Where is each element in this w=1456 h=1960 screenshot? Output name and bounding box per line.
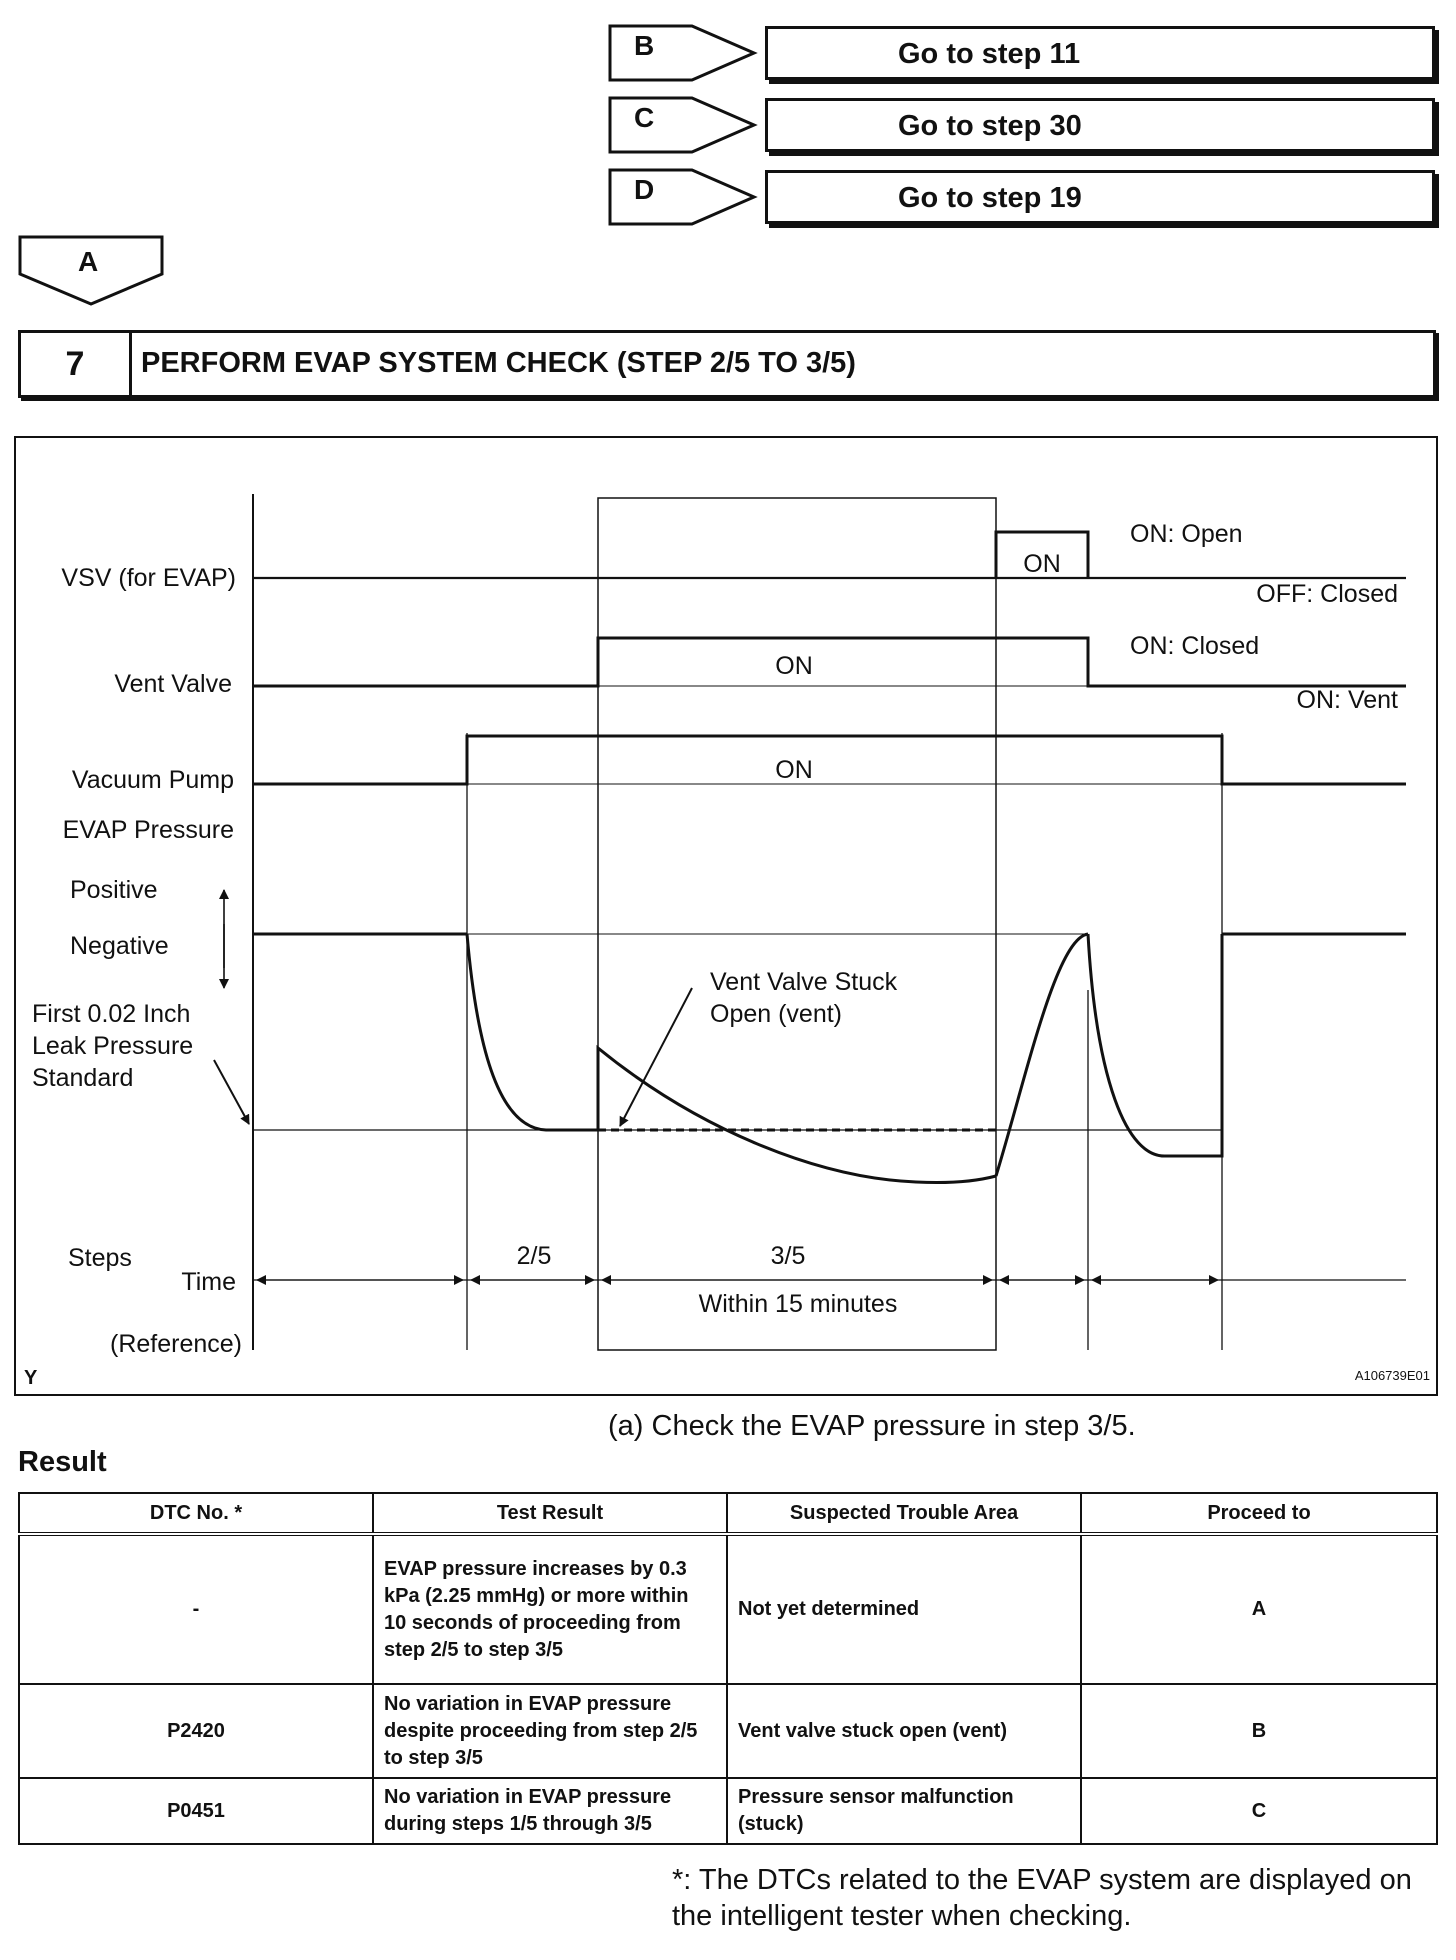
negative-label: Negative [70, 932, 169, 960]
step-3-5-label: 3/5 [771, 1242, 806, 1270]
positive-label: Positive [70, 876, 158, 904]
step-number: 7 [21, 333, 132, 395]
leak-standard-label-2: Leak Pressure [32, 1032, 193, 1060]
flow-tag-d: D [608, 166, 758, 228]
vent-on-vent-label: ON: Vent [1297, 686, 1398, 714]
figure-id: A106739E01 [1355, 1368, 1430, 1383]
time-label: Time [181, 1268, 236, 1296]
flow-tag-label: A [78, 246, 99, 277]
evap-pressure-label: EVAP Pressure [63, 816, 234, 844]
leak-standard-label-3: Standard [32, 1064, 133, 1092]
flow-tag-c: C [608, 94, 758, 156]
flow-tag-label: D [634, 174, 655, 205]
vsv-label: VSV (for EVAP) [61, 564, 236, 592]
flow-box-label: Go to step 19 [898, 182, 1082, 214]
leak-standard-label-1: First 0.02 Inch [32, 1000, 190, 1028]
step-2-5-label: 2/5 [517, 1242, 552, 1270]
evap-curve-step-2-5 [465, 933, 598, 1132]
reference-label: (Reference) [110, 1330, 242, 1358]
cell-proceed: B [1080, 1683, 1438, 1779]
header-dtc-no: DTC No. * [18, 1492, 374, 1536]
flow-box-label: Go to step 11 [898, 38, 1081, 70]
vsv-signal [994, 530, 1090, 578]
header-test-result: Test Result [372, 1492, 728, 1536]
cell-trouble-area: Pressure sensor malfunction (stuck) [726, 1777, 1082, 1845]
vent-valve-label: Vent Valve [114, 670, 232, 698]
vsv-on-open-label: ON: Open [1130, 520, 1243, 548]
timing-diagram-svg: VSV (for EVAP) Vent Valve Vacuum Pump EV… [24, 494, 1430, 1389]
vacuum-pump-label: Vacuum Pump [72, 766, 234, 794]
cell-dtc: P0451 [18, 1777, 374, 1845]
cell-dtc: - [18, 1533, 374, 1685]
go-to-step-11-box: Go to step 11 [765, 26, 1435, 80]
cell-trouble-area: Vent valve stuck open (vent) [726, 1683, 1082, 1779]
vent-on-label: ON [775, 652, 813, 680]
vent-on-closed-label: ON: Closed [1130, 632, 1259, 660]
step-title: PERFORM EVAP SYSTEM CHECK (STEP 2/5 TO 3… [141, 347, 856, 379]
corner-mark: Y [24, 1367, 38, 1389]
evap-curve-recovery [994, 932, 1089, 1177]
leak-standard-arrow [213, 1059, 250, 1125]
vsv-off-closed-label: OFF: Closed [1256, 580, 1398, 608]
vent-valve-signal [253, 636, 1406, 688]
result-heading: Result [18, 1446, 107, 1478]
header-proceed-to: Proceed to [1080, 1492, 1438, 1536]
flow-tag-label: C [634, 102, 655, 133]
footnote: *: The DTCs related to the EVAP system a… [672, 1864, 1412, 1932]
cell-trouble-area: Not yet determined [726, 1533, 1082, 1685]
cell-dtc: P2420 [18, 1683, 374, 1779]
flow-tag-b: B [608, 22, 758, 84]
result-table: DTC No. * Test Result Suspected Trouble … [18, 1492, 1438, 1845]
table-header-row: DTC No. * Test Result Suspected Trouble … [18, 1492, 1438, 1536]
vent-stuck-annotation-2: Open (vent) [710, 1000, 842, 1028]
vsv-on-label: ON [1023, 550, 1061, 578]
vent-stuck-annotation-1: Vent Valve Stuck [710, 968, 898, 996]
go-to-step-30-box: Go to step 30 [765, 98, 1435, 152]
vacuum-pump-signal [253, 734, 1406, 786]
table-row: - EVAP pressure increases by 0.3 kPa (2.… [18, 1533, 1438, 1685]
timing-diagram: VSV (for EVAP) Vent Valve Vacuum Pump EV… [14, 436, 1438, 1396]
table-row: P0451 No variation in EVAP pressure duri… [18, 1777, 1438, 1845]
go-to-step-19-box: Go to step 19 [765, 170, 1435, 224]
cell-proceed: A [1080, 1533, 1438, 1685]
table-row: P2420 No variation in EVAP pressure desp… [18, 1683, 1438, 1779]
cell-test-result: EVAP pressure increases by 0.3 kPa (2.25… [372, 1533, 728, 1685]
vent-stuck-arrow [619, 987, 693, 1127]
steps-label: Steps [68, 1244, 132, 1272]
header-suspected-area: Suspected Trouble Area [726, 1492, 1082, 1536]
flow-box-label: Go to step 30 [898, 110, 1082, 142]
flow-tag-a: A [18, 234, 166, 308]
pump-on-label: ON [775, 756, 813, 784]
evap-curve-final [1086, 933, 1224, 1158]
step-header: 7 PERFORM EVAP SYSTEM CHECK (STEP 2/5 TO… [18, 330, 1436, 398]
evap-curve-step-3-5 [596, 1044, 997, 1185]
cell-test-result: No variation in EVAP pressure despite pr… [372, 1683, 728, 1779]
check-instruction: (a) Check the EVAP pressure in step 3/5. [608, 1410, 1136, 1442]
within-15-minutes-label: Within 15 minutes [699, 1290, 898, 1318]
flow-tag-label: B [634, 30, 655, 61]
step-3-5-window [597, 497, 997, 1351]
cell-test-result: No variation in EVAP pressure during ste… [372, 1777, 728, 1845]
cell-proceed: C [1080, 1777, 1438, 1845]
